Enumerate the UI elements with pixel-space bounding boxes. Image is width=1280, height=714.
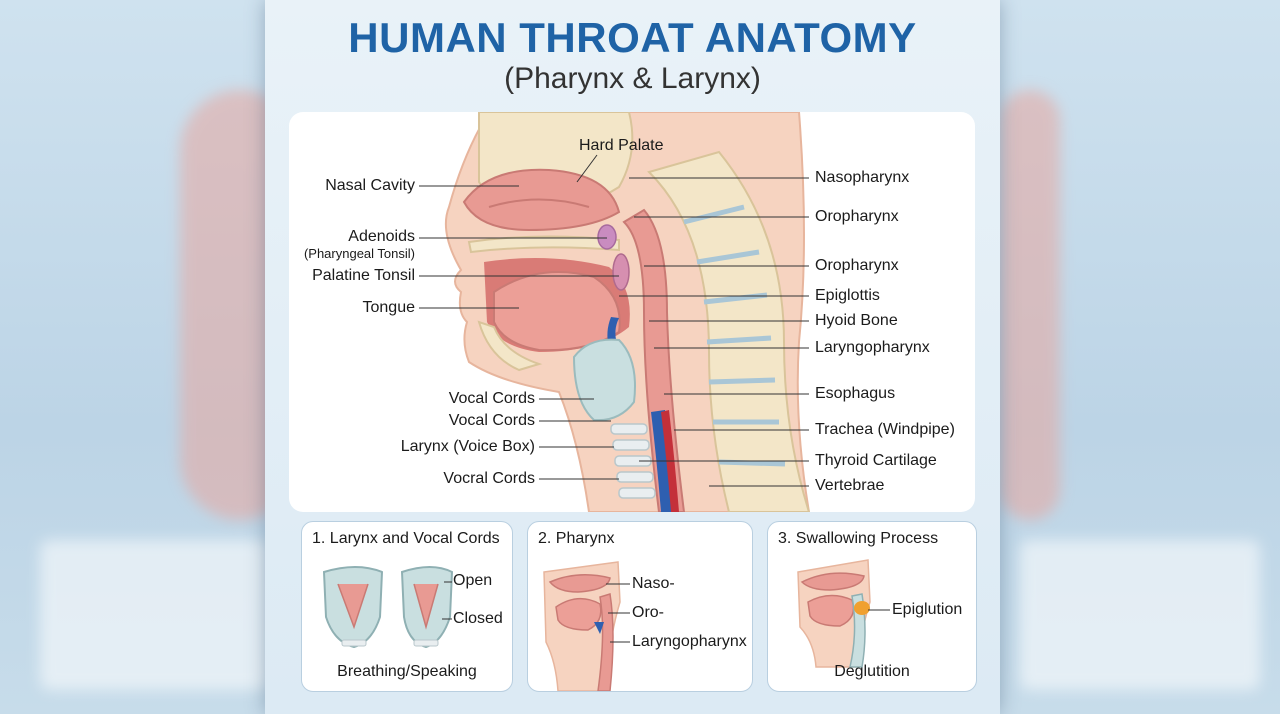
label-epiglution: Epiglution [892, 601, 963, 618]
label-oro: Oro- [632, 604, 664, 621]
label-vocal-cords-3: Vocral Cords [443, 470, 535, 487]
vertebrae-discs [683, 204, 786, 467]
label-vocal-cords-1: Vocal Cords [448, 390, 535, 407]
background-blur-right [1000, 0, 1280, 714]
pharynx-epiglottis [594, 622, 604, 634]
label-adenoids-sub: (Pharyngeal Tonsil) [303, 246, 415, 261]
label-oropharynx-2: Oropharynx [815, 257, 899, 274]
card-pharynx: 2. Pharynx Naso- Oro- Laryngopharynx [527, 521, 753, 692]
trachea-ring [618, 487, 656, 499]
ghost-head-left [180, 90, 265, 520]
label-vertebrae: Vertebrae [815, 477, 885, 494]
card-title: 3. Swallowing Process [778, 530, 939, 547]
label-closed: Closed [453, 610, 503, 627]
label-laryngopharynx: Laryngopharynx [815, 339, 930, 356]
vertebra-disc [708, 377, 776, 385]
label-palatine-tonsil: Palatine Tonsil [312, 267, 415, 284]
larynx-cartilage [572, 338, 636, 422]
page-title: HUMAN THROAT ANATOMY [348, 14, 917, 61]
swallow-mouth [807, 594, 855, 627]
label-adenoids: Adenoids [348, 228, 415, 245]
pharynx-nasal [548, 574, 611, 593]
label-trachea: Trachea (Windpipe) [815, 421, 955, 438]
vocal-cords-closed [400, 566, 454, 649]
vertebra-disc [696, 249, 760, 265]
card-title: 2. Pharynx [538, 530, 615, 547]
leader-lines-right [576, 154, 809, 487]
background-blur-left [0, 0, 265, 714]
card-caption: Deglutition [834, 663, 910, 680]
trachea-ring [612, 439, 650, 451]
swallowing-illustration [797, 559, 890, 668]
card-caption: Breathing/Speaking [337, 663, 477, 680]
leader-line [576, 154, 598, 183]
leader-lines-left [419, 185, 619, 480]
pharynx-mouth [555, 598, 602, 631]
label-oropharynx-1: Oropharynx [815, 208, 899, 225]
tongue-shape [493, 271, 621, 352]
ghost-panel-left [40, 540, 265, 690]
ghost-panel-right [1020, 540, 1260, 690]
label-tongue: Tongue [362, 299, 416, 316]
label-thyroid-cartilage: Thyroid Cartilage [815, 452, 937, 469]
main-diagram-panel: Nasal Cavity Adenoids (Pharyngeal Tonsil… [289, 112, 975, 512]
page-subtitle: (Pharynx & Larynx) [504, 62, 761, 95]
pharynx-illustration [543, 561, 630, 691]
food-bolus [854, 601, 870, 615]
card-title: 1. Larynx and Vocal Cords [312, 530, 500, 547]
tonsil-shape [612, 253, 630, 291]
card-swallowing-process: 3. Swallowing Process Epiglution Degluti… [767, 521, 977, 692]
swallow-nasal [800, 572, 865, 591]
label-laryngopharynx: Laryngopharynx [632, 633, 747, 650]
label-nasal-cavity: Nasal Cavity [325, 177, 415, 194]
vocal-cords-illustration [322, 566, 454, 649]
ghost-head-right [1000, 90, 1060, 520]
vocal-cords-open [322, 566, 384, 649]
label-vocal-cords-2: Vocal Cords [448, 412, 535, 429]
label-larynx: Larynx (Voice Box) [400, 438, 535, 455]
label-naso: Naso- [632, 575, 675, 592]
trachea-ring [610, 423, 648, 435]
vertebra-disc [718, 459, 786, 467]
label-hyoid-bone: Hyoid Bone [815, 312, 898, 329]
throat-cross-section [419, 112, 811, 512]
vertebra-disc [706, 335, 772, 345]
card-larynx-vocal-cords: 1. Larynx and Vocal Cords Open Closed Br… [301, 521, 513, 692]
hard-palate-shape [467, 235, 620, 254]
label-esophagus: Esophagus [815, 385, 896, 402]
trachea-rings [610, 423, 656, 499]
adenoid-shape [597, 224, 617, 250]
nasal-turbinate [488, 198, 590, 208]
vertebra-disc [683, 204, 745, 225]
label-nasopharynx: Nasopharynx [815, 169, 910, 186]
label-open: Open [453, 572, 493, 589]
label-hard-palate: Hard Palate [579, 137, 664, 154]
poster: HUMAN THROAT ANATOMY (Pharynx & Larynx) [265, 0, 1000, 714]
jaw-bone [477, 320, 543, 372]
trachea-ring [616, 471, 654, 483]
label-epiglottis: Epiglottis [815, 287, 880, 304]
